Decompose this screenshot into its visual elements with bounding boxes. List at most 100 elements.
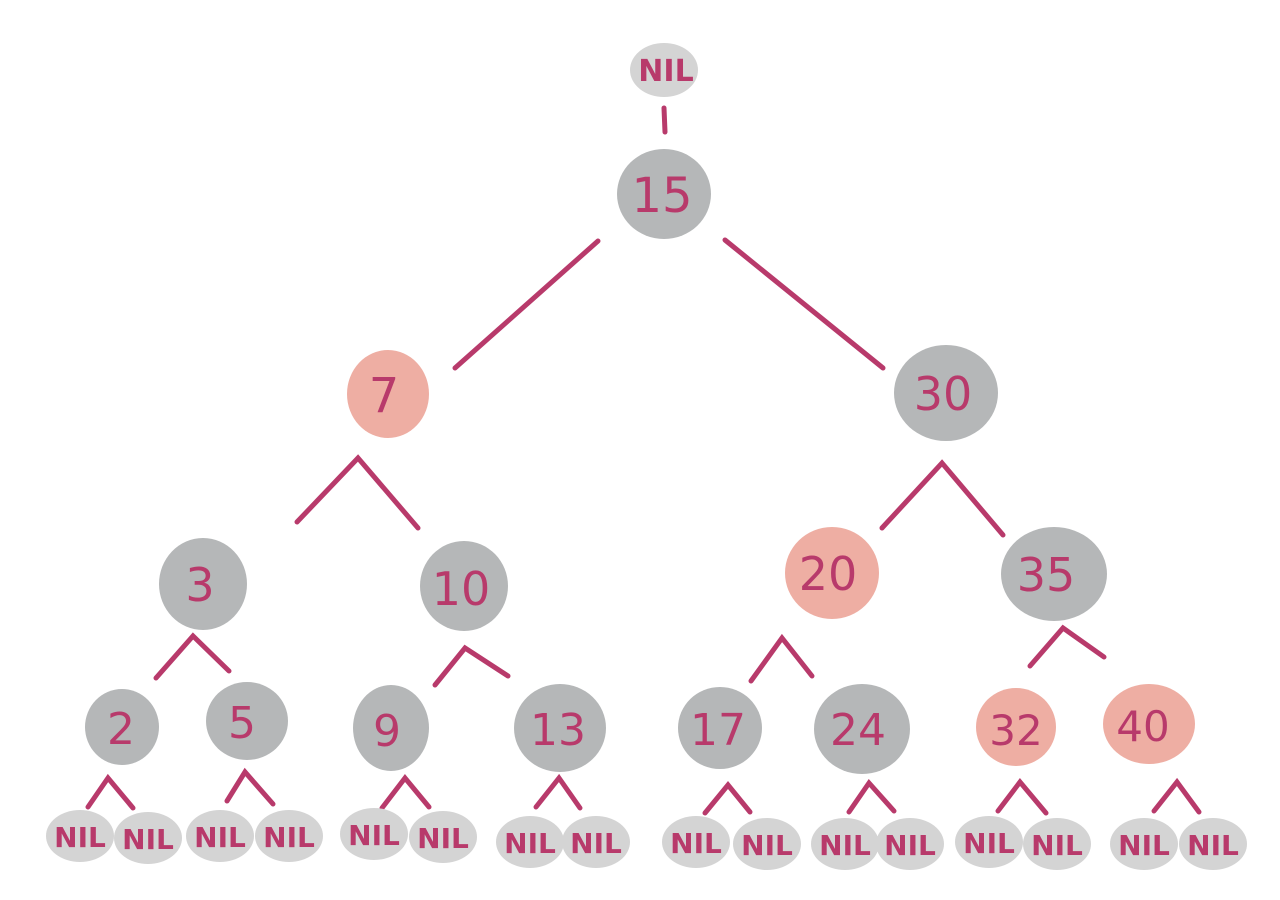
node-label: 15 (631, 168, 692, 224)
node-label: 17 (690, 705, 746, 756)
nil-node-bg (186, 810, 254, 862)
node-bg (814, 684, 910, 774)
nil-label: NIL (819, 829, 871, 862)
nil-leaf: NIL (409, 811, 477, 863)
edge-15-7 (452, 238, 601, 371)
nil-node-bg (1110, 818, 1178, 870)
nil-node-bg (114, 812, 182, 864)
node-bg (894, 345, 998, 441)
nil-node-bg (409, 811, 477, 863)
node-level3-3: 13 (514, 684, 606, 772)
node-bg (1001, 527, 1107, 621)
nil-node-bg (811, 818, 879, 870)
nil-node-bg (340, 808, 408, 860)
edge-24-nils (846, 778, 897, 815)
node-label: 20 (799, 547, 858, 601)
edge-rootnil-15 (661, 105, 668, 135)
node-label: 30 (914, 367, 973, 421)
node-bg (617, 149, 711, 239)
nil-node-bg (630, 43, 698, 97)
node-level3-0: 2 (85, 689, 159, 765)
edge-15-30 (722, 237, 886, 371)
tree-edges (85, 105, 1202, 816)
nil-label: NIL (741, 829, 793, 862)
nil-label: NIL (504, 827, 556, 860)
node-level2-2: 20 (785, 527, 879, 619)
node-bg (420, 541, 508, 631)
nil-node-bg (496, 816, 564, 868)
nil-leaf: NIL (662, 816, 730, 868)
edge-30-children (879, 459, 1006, 538)
node-level1-right: 30 (894, 345, 998, 441)
edge-40-nils (1151, 777, 1202, 815)
node-bg (206, 682, 288, 760)
nil-node-bg (562, 816, 630, 868)
node-level2-3: 35 (1001, 527, 1107, 621)
nil-label: NIL (1187, 829, 1239, 862)
nil-label: NIL (1118, 829, 1170, 862)
nil-label: NIL (348, 819, 400, 852)
edge-7-children (294, 454, 421, 531)
node-bg (159, 538, 247, 630)
nil-leaf: NIL (46, 810, 114, 862)
nil-label: NIL (638, 54, 693, 89)
nil-leaf: NIL (811, 818, 879, 870)
edge-20-children (748, 633, 815, 684)
nil-label: NIL (194, 821, 246, 854)
nil-label: NIL (570, 827, 622, 860)
edge-17-nils (702, 781, 753, 816)
node-bg (678, 687, 762, 769)
nil-leaf: NIL (114, 812, 182, 864)
nil-label: NIL (963, 827, 1015, 860)
node-level3-4: 17 (678, 687, 762, 769)
nil-node-bg (876, 818, 944, 870)
node-level3-2: 9 (353, 685, 429, 771)
nil-leaf: NIL (255, 810, 323, 862)
node-level3-7: 40 (1103, 684, 1195, 764)
nil-label: NIL (263, 821, 315, 854)
node-bg (785, 527, 879, 619)
nil-node-bg (1023, 818, 1091, 870)
nil-leaf: NIL (1023, 818, 1091, 870)
nil-leaf: NIL (340, 808, 408, 860)
edge-3-children (153, 632, 232, 681)
node-bg (976, 688, 1056, 766)
node-root: 15 (617, 149, 711, 239)
edge-13-nils (533, 773, 583, 811)
node-level3-6: 32 (976, 688, 1056, 766)
nil-node-bg (1179, 818, 1247, 870)
node-label: 7 (369, 368, 400, 424)
node-label: 10 (432, 562, 491, 616)
nil-label: NIL (1031, 829, 1083, 862)
nil-node-bg (955, 816, 1023, 868)
node-bg (85, 689, 159, 765)
nil-leaves: NIL NIL NIL NIL NIL NIL NIL NIL NIL NIL … (46, 808, 1247, 870)
nil-node-bg (662, 816, 730, 868)
node-bg (353, 685, 429, 771)
nil-label: NIL (670, 827, 722, 860)
nil-node-bg (733, 818, 801, 870)
nil-label: NIL (122, 823, 174, 856)
nil-node-bg (46, 810, 114, 862)
node-bg (1103, 684, 1195, 764)
node-level2-1: 10 (420, 541, 508, 631)
nil-leaf: NIL (876, 818, 944, 870)
nil-leaf: NIL (186, 810, 254, 862)
nil-node-root-parent: NIL (630, 43, 698, 97)
node-label: 13 (530, 705, 586, 756)
node-level3-5: 24 (814, 684, 910, 774)
node-label: 24 (830, 705, 886, 756)
nil-leaf: NIL (1179, 818, 1247, 870)
node-level2-0: 3 (159, 538, 247, 630)
edge-32-nils (995, 777, 1049, 816)
nil-node-bg (255, 810, 323, 862)
edge-10-children (432, 644, 511, 688)
edge-2-nils (85, 773, 136, 811)
edge-5-nils (224, 767, 276, 807)
nil-label: NIL (417, 822, 469, 855)
node-label: 2 (107, 704, 135, 755)
edge-9-nils (379, 773, 432, 811)
edge-35-children (1027, 624, 1107, 669)
node-label: 5 (228, 698, 256, 749)
